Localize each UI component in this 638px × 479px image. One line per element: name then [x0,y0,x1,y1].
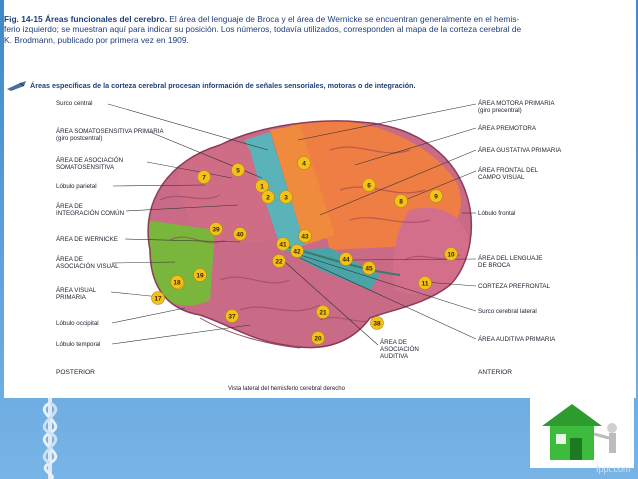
brodmann-badge-6: 6 [362,178,376,192]
svg-text:18: 18 [173,279,181,286]
brodmann-badge-43: 43 [298,229,312,243]
figure-subtitle: Áreas específicas de la corteza cerebral… [30,81,416,90]
svg-text:38: 38 [373,320,381,327]
label-asociacion-auditiva: ÁREA DE ASOCIACIÓN AUDITIVA [380,339,419,361]
brodmann-badge-3: 3 [279,190,293,204]
brodmann-badge-20: 20 [311,331,325,345]
caduceus-icon [42,398,58,479]
svg-text:37: 37 [228,313,236,320]
brodmann-badge-7: 7 [197,170,211,184]
label-asociacion-visual: ÁREA DE ASOCIACIÓN VISUAL [56,256,119,271]
label-lobulo-occipital: Lóbulo occipital [56,320,99,327]
brodmann-badge-42: 42 [290,244,304,258]
svg-text:22: 22 [275,258,283,265]
svg-text:17: 17 [154,295,162,302]
brodmann-badge-11: 11 [418,276,432,290]
pen-icon [7,81,26,91]
brodmann-badge-8: 8 [394,194,408,208]
label-broca: ÁREA DEL LENGUAJE DE BROCA [478,255,543,270]
caption-line-2: ferio izquierdo; se muestran aquí para i… [4,24,522,35]
brodmann-badge-9: 9 [429,189,443,203]
label-integracion-comun: ÁREA DE INTEGRACIÓN COMÚN [56,203,125,218]
label-wernicke: ÁREA DE WERNICKE [56,236,118,243]
label-anterior: ANTERIOR [478,369,513,376]
label-lobulo-parietal: Lóbulo parietal [56,183,97,190]
svg-text:40: 40 [236,231,244,238]
svg-text:3: 3 [284,194,288,201]
label-surco-lateral: Surco cerebral lateral [478,308,537,315]
label-motora-primaria: ÁREA MOTORA PRIMARIA (giro precentral) [478,100,555,115]
svg-text:41: 41 [279,241,287,248]
svg-text:43: 43 [301,233,309,240]
svg-text:9: 9 [434,193,438,200]
label-corteza-prefrontal: CORTEZA PREFRONTAL [478,283,550,290]
label-lobulo-frontal: Lóbulo frontal [478,210,516,217]
brodmann-badge-17: 17 [151,291,165,305]
svg-text:44: 44 [342,256,350,263]
svg-text:1: 1 [260,183,264,190]
svg-text:6: 6 [367,182,371,189]
label-premotora: ÁREA PREMOTORA [478,125,536,132]
svg-text:7: 7 [202,174,206,181]
figure-title: Áreas funcionales del cerebro. [44,14,167,24]
brodmann-badge-19: 19 [193,268,207,282]
svg-text:2: 2 [266,194,270,201]
brand-text: fppt.com [596,464,631,474]
brodmann-badge-21: 21 [316,305,330,319]
brodmann-badge-10: 10 [444,247,458,261]
svg-text:19: 19 [196,272,204,279]
brodmann-badge-45: 45 [362,261,376,275]
brodmann-badge-41: 41 [276,237,290,251]
label-somatosensitiva-primaria: ÁREA SOMATOSENSITIVA PRIMARIA (giro post… [56,128,164,143]
label-visual-primaria: ÁREA VISUAL PRIMARIA [56,287,97,302]
svg-text:45: 45 [365,265,373,272]
label-posterior: POSTERIOR [56,369,95,376]
label-gustativa-primaria: ÁREA GUSTATIVA PRIMARIA [478,147,562,154]
brodmann-badge-2: 2 [261,190,275,204]
svg-text:42: 42 [293,248,301,255]
label-auditiva-primaria: ÁREA AUDITIVA PRIMARIA [478,336,556,343]
svg-text:11: 11 [422,280,429,287]
brodmann-badge-5: 5 [231,163,245,177]
label-frontal-campo-visual: ÁREA FRONTAL DEL CAMPO VISUAL [478,167,539,182]
view-caption: Vista lateral del hemisferio cerebral de… [228,386,345,392]
label-asociacion-somatosensitiva: ÁREA DE ASOCIACIÓN SOMATOSENSITIVA [56,157,124,172]
svg-text:5: 5 [236,167,240,174]
figure-caption: Fig. 14-15 Áreas funcionales del cerebro… [4,14,628,45]
svg-text:20: 20 [314,335,322,342]
home-icon[interactable] [530,398,634,468]
brodmann-badge-44: 44 [339,252,353,266]
brodmann-badge-18: 18 [170,275,184,289]
svg-text:21: 21 [319,309,327,316]
label-lobulo-temporal: Lóbulo temporal [56,341,101,348]
brodmann-badge-1: 1 [255,179,269,193]
brodmann-badge-38: 38 [370,316,384,330]
brodmann-badge-39: 39 [209,222,223,236]
svg-text:4: 4 [302,160,306,167]
caption-line-1: El área del lenguaje de Broca y el área … [166,14,520,24]
label-surco-central: Surco central [56,100,93,107]
caption-line-3: K. Brodmann, publicado por primera vez e… [4,34,189,45]
brodmann-badge-37: 37 [225,309,239,323]
svg-text:8: 8 [399,198,403,205]
figure-number: Fig. 14-15 [4,14,43,24]
brodmann-badge-22: 22 [272,254,286,268]
svg-text:10: 10 [447,251,455,258]
brodmann-badge-4: 4 [297,156,311,170]
brodmann-badge-40: 40 [233,227,247,241]
svg-text:39: 39 [212,226,220,233]
home-panel [530,398,634,468]
